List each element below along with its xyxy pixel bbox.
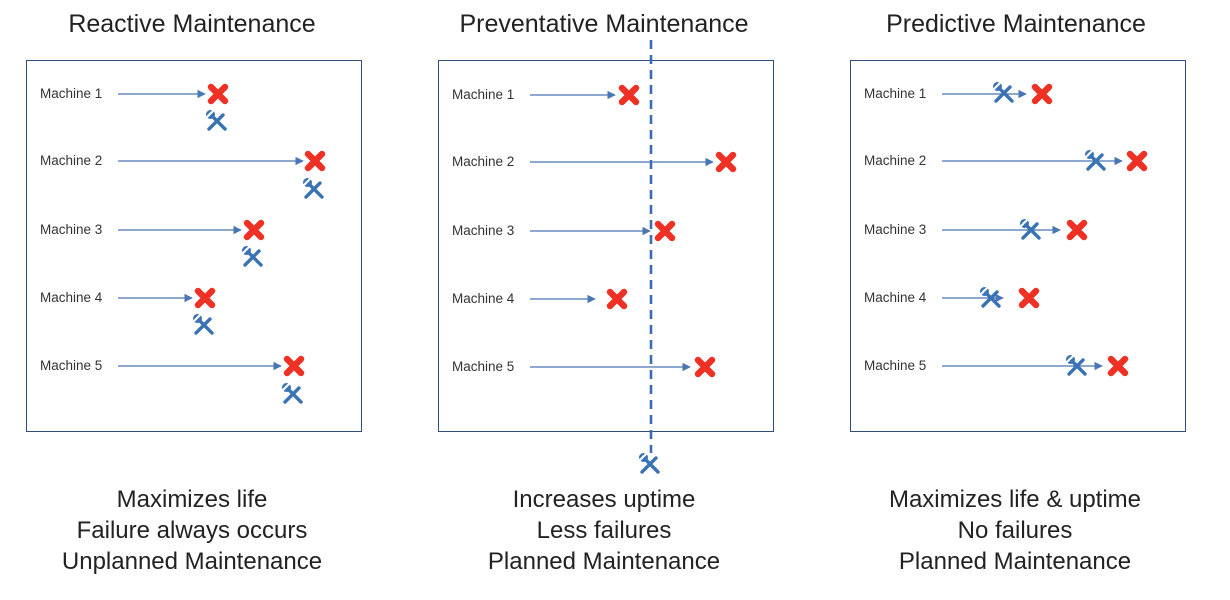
failure-x-icon <box>719 155 733 169</box>
wrench-screwdriver-icon <box>302 177 324 199</box>
machine-label: Machine 3 <box>452 223 514 238</box>
failure-x-icon <box>308 154 322 168</box>
failure-x-icon <box>622 88 636 102</box>
wrench-screwdriver-icon <box>1084 149 1106 171</box>
reactive-caption: Maximizes life Failure always occurs Unp… <box>22 484 362 577</box>
wrench-screwdriver-icon <box>638 452 660 474</box>
preventative-caption: Increases uptime Less failures Planned M… <box>434 484 774 577</box>
caption-line: Maximizes life & uptime <box>888 486 1142 513</box>
failure-x-icon <box>698 360 712 374</box>
preventative-title: Preventative Maintenance <box>459 10 749 38</box>
caption-line: Increases uptime <box>512 486 696 513</box>
machine-label: Machine 1 <box>40 86 102 101</box>
caption-line: Maximizes life <box>116 486 268 513</box>
machine-label: Machine 1 <box>864 86 926 101</box>
machine-label: Machine 4 <box>40 290 103 305</box>
failure-x-icon <box>658 224 672 238</box>
wrench-screwdriver-icon <box>1019 218 1041 240</box>
machine-label: Machine 5 <box>452 359 514 374</box>
failure-x-icon <box>247 223 261 237</box>
wrench-screwdriver-icon <box>192 313 214 335</box>
wrench-screwdriver-icon <box>281 382 303 404</box>
machine-label: Machine 4 <box>864 290 927 305</box>
machine-label: Machine 3 <box>40 222 102 237</box>
machine-label: Machine 5 <box>40 358 102 373</box>
failure-x-icon <box>287 359 301 373</box>
failure-x-icon <box>1035 87 1049 101</box>
caption-line: Unplanned Maintenance <box>61 548 323 575</box>
machine-label: Machine 2 <box>40 153 102 168</box>
wrench-screwdriver-icon <box>241 245 263 267</box>
caption-line: Failure always occurs <box>76 517 308 544</box>
caption-line: Planned Maintenance <box>487 548 721 575</box>
failure-x-icon <box>211 87 225 101</box>
predictive-title: Predictive Maintenance <box>886 10 1146 38</box>
wrench-screwdriver-icon <box>992 81 1014 103</box>
caption-line: No failures <box>957 517 1073 544</box>
reactive-marks <box>118 87 324 404</box>
caption-line: Planned Maintenance <box>898 548 1132 575</box>
machine-label: Machine 1 <box>452 87 514 102</box>
failure-x-icon <box>1111 359 1125 373</box>
predictive-marks <box>942 81 1144 376</box>
caption-line: Less failures <box>536 517 672 544</box>
wrench-screwdriver-icon <box>979 286 1001 308</box>
wrench-screwdriver-icon <box>1065 354 1087 376</box>
machine-label: Machine 4 <box>452 291 515 306</box>
reactive-title: Reactive Maintenance <box>68 10 316 38</box>
failure-x-icon <box>198 291 212 305</box>
machine-label: Machine 2 <box>452 154 514 169</box>
failure-x-icon <box>1130 154 1144 168</box>
machine-label: Machine 3 <box>864 222 926 237</box>
failure-x-icon <box>1022 291 1036 305</box>
failure-x-icon <box>610 292 624 306</box>
preventative-marks <box>530 40 733 474</box>
wrench-screwdriver-icon <box>205 109 227 131</box>
machine-label: Machine 2 <box>864 153 926 168</box>
reactive-panel <box>26 60 362 432</box>
predictive-caption: Maximizes life & uptime No failures Plan… <box>845 484 1185 577</box>
failure-x-icon <box>1070 223 1084 237</box>
preventative-panel <box>438 60 774 432</box>
predictive-panel <box>850 60 1186 432</box>
machine-label: Machine 5 <box>864 358 926 373</box>
